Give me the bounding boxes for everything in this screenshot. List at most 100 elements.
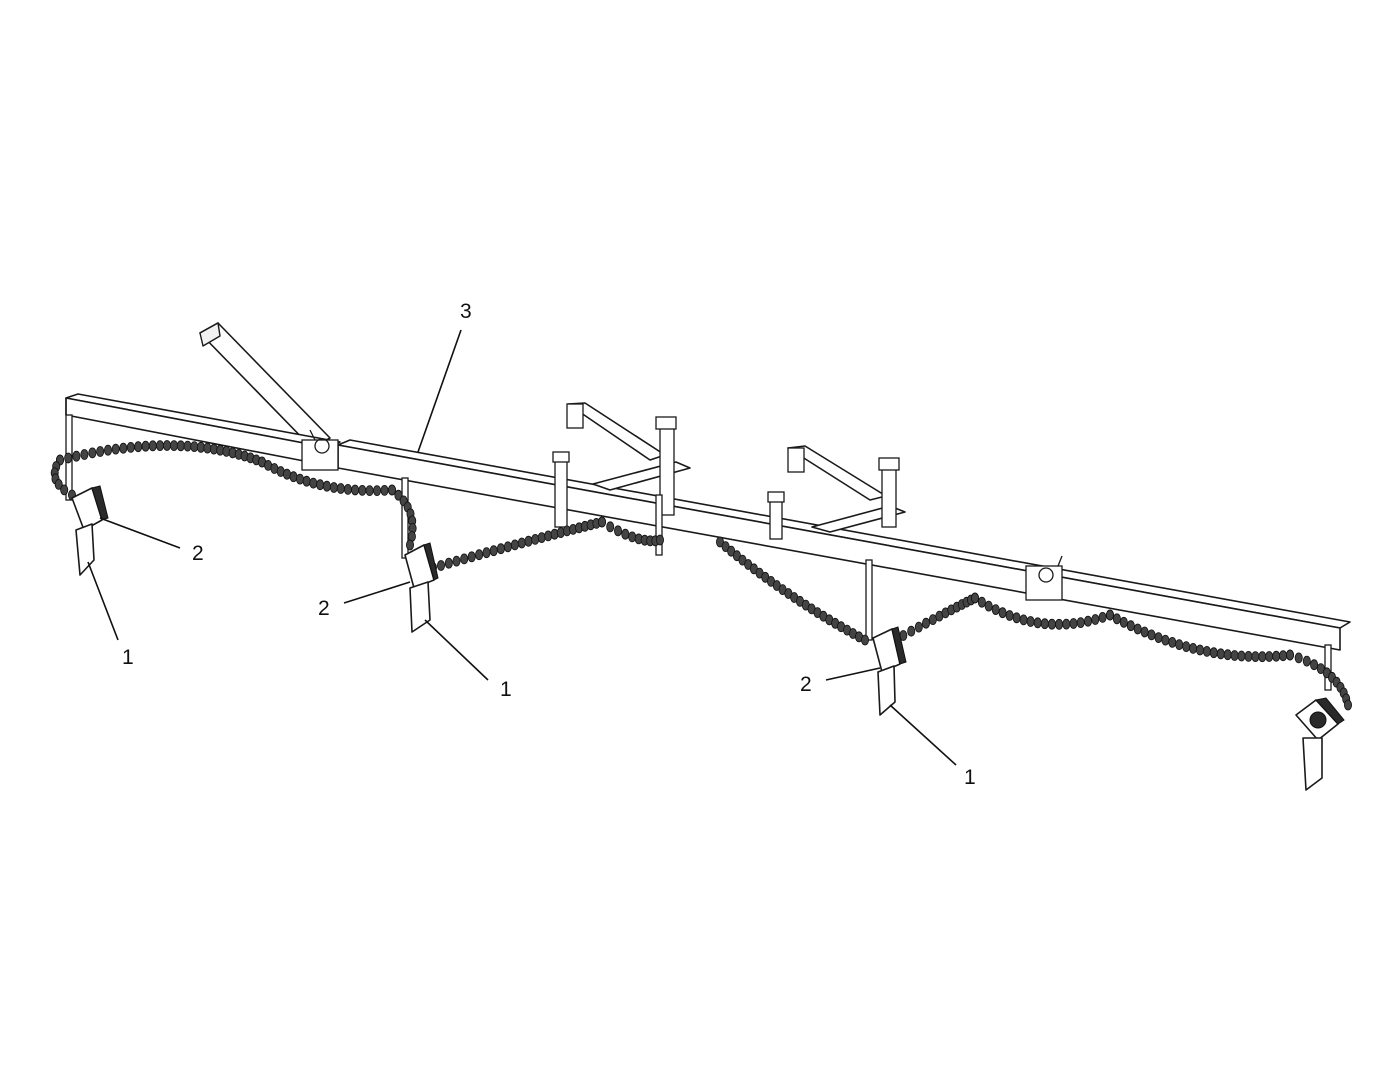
- spring-coil: [343, 483, 352, 495]
- spring-coil: [60, 484, 69, 496]
- spring-coil: [436, 560, 445, 571]
- spring-chains: [50, 440, 1353, 711]
- spring-coil: [1026, 616, 1035, 627]
- spring-coil: [1237, 650, 1246, 662]
- spring-coil: [1244, 651, 1253, 662]
- spring-coil: [289, 471, 298, 483]
- spring-coil: [1019, 614, 1028, 626]
- spring-coil: [126, 441, 135, 453]
- tine-4: [1302, 737, 1323, 791]
- spring-coil: [1084, 615, 1093, 627]
- spring-coil: [1076, 617, 1085, 628]
- callout-1c: 1: [964, 766, 976, 789]
- spring-coil: [971, 592, 980, 604]
- spring-coil: [656, 534, 665, 546]
- mount-bracket-right: [767, 445, 906, 540]
- callout-1a: 1: [122, 646, 134, 669]
- spring-coil: [190, 441, 199, 453]
- spring-coil: [176, 440, 185, 452]
- spring-coil: [96, 446, 105, 457]
- spring-coil: [387, 484, 396, 496]
- spring-coil: [598, 516, 607, 528]
- spring-coil: [1133, 623, 1142, 635]
- tine-clamp-3: [872, 626, 907, 673]
- spring-coil: [544, 530, 553, 542]
- spring-coil: [1119, 616, 1128, 628]
- spring-coil: [169, 440, 178, 452]
- spring-coil: [517, 537, 526, 549]
- spring-coil: [155, 440, 164, 452]
- spring-coil: [922, 617, 931, 629]
- hinge-right: [1025, 555, 1063, 601]
- spring-coil: [148, 440, 157, 452]
- spring-coil: [1161, 634, 1170, 646]
- spring-coil: [295, 473, 304, 485]
- spring-coil: [998, 607, 1007, 619]
- spring-coil: [1033, 617, 1042, 629]
- spring-coil: [54, 478, 63, 490]
- spring-coil: [282, 468, 291, 480]
- spring-coil: [351, 484, 360, 496]
- tine-clamp-1: [71, 485, 109, 531]
- spring-coil: [1182, 641, 1191, 652]
- spring-coil: [1265, 651, 1274, 662]
- callout-2c: 2: [800, 673, 812, 696]
- tine-clamp-4: [1295, 697, 1345, 741]
- spring-coil: [1140, 626, 1149, 638]
- spring-coil: [1040, 618, 1049, 630]
- spring-coil: [1175, 639, 1184, 650]
- spring-coil: [907, 625, 916, 637]
- spring-coil: [141, 440, 150, 452]
- spring-coil: [316, 479, 325, 491]
- spring-coil: [861, 634, 870, 646]
- spring-coil: [1310, 659, 1319, 671]
- hinge-left: [301, 429, 339, 471]
- spring-coil: [1344, 699, 1353, 711]
- spring-coil: [322, 480, 331, 492]
- spring-coil: [503, 541, 512, 553]
- spring-coil: [119, 442, 128, 454]
- spring-coil: [984, 600, 993, 612]
- spring-coil: [302, 475, 311, 487]
- spring-coil: [1154, 632, 1163, 643]
- spring-coil: [1216, 648, 1225, 660]
- spring-coil: [104, 444, 113, 456]
- spring-coil: [977, 596, 986, 608]
- spring-coil: [606, 521, 615, 533]
- spring-coil: [991, 604, 1000, 615]
- spring-coil: [1251, 651, 1260, 662]
- left-wing-beam: [65, 393, 341, 467]
- spring-coil: [1005, 610, 1014, 621]
- tine-3: [877, 665, 896, 716]
- callouts: 3 2 2 2 1 1 1: [122, 300, 976, 789]
- spring-coil: [72, 450, 81, 462]
- spring-coil: [183, 440, 192, 452]
- spring-coil: [80, 449, 89, 460]
- spring-coil: [914, 621, 923, 633]
- spring-coil: [1062, 618, 1071, 630]
- spring-coil: [1189, 643, 1198, 654]
- spring-coil: [358, 484, 367, 496]
- tine-2: [409, 581, 431, 633]
- spring-coil: [405, 539, 414, 551]
- spring-coil: [628, 531, 637, 543]
- spring-coil: [1047, 618, 1056, 630]
- spring-coil: [482, 547, 491, 559]
- spring-coil: [1209, 647, 1218, 659]
- spring-coil: [111, 443, 120, 455]
- spring-coil: [309, 477, 318, 489]
- leader-lines: [87, 329, 957, 766]
- spring-coil: [162, 440, 171, 451]
- spring-coil: [1202, 646, 1211, 657]
- spring-coil: [537, 532, 546, 543]
- spring-coil: [88, 447, 97, 459]
- spring-coil: [203, 442, 212, 454]
- spring-coil: [510, 539, 519, 551]
- spring-coil: [196, 441, 205, 453]
- spring-coil: [614, 525, 623, 537]
- spring-coil: [1012, 612, 1021, 624]
- spring-coil: [1196, 644, 1205, 656]
- spring-coil: [1258, 651, 1267, 663]
- spring-coil: [1055, 618, 1064, 630]
